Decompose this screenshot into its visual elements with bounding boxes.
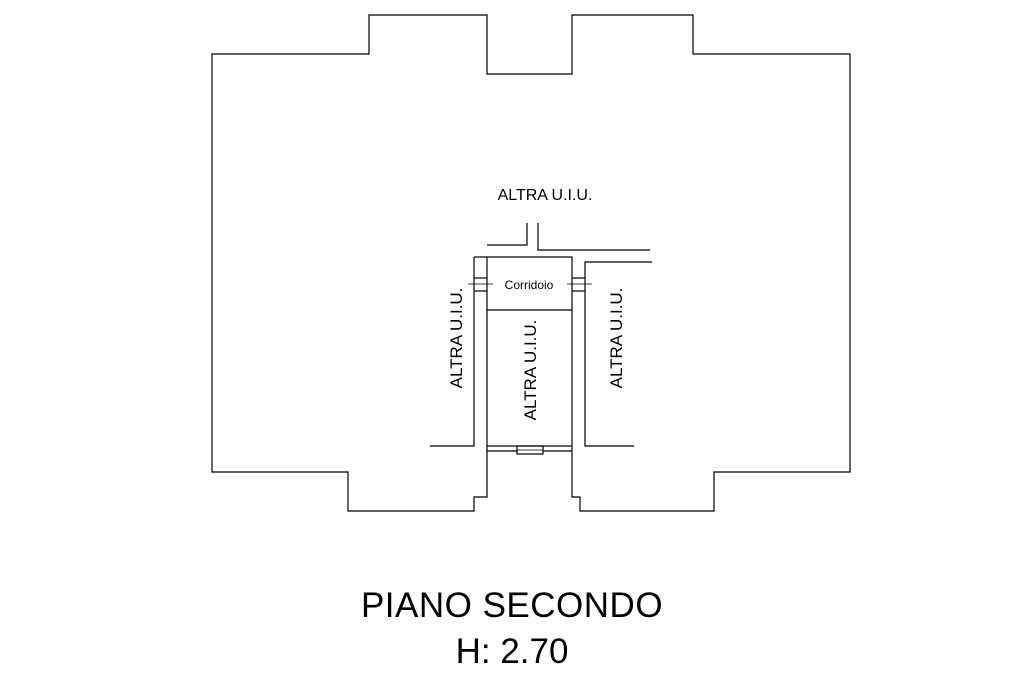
label-top-unit: ALTRA U.I.U. bbox=[498, 187, 593, 204]
label-left-unit: ALTRA U.I.U. bbox=[447, 288, 466, 389]
outer-perimeter-wall bbox=[211, 14, 851, 512]
wall-left-unit bbox=[430, 257, 475, 447]
plan-height: H: 2.70 bbox=[455, 632, 569, 671]
outer-walls bbox=[211, 14, 851, 512]
wall-top-left-stub bbox=[487, 223, 528, 246]
label-center-unit: ALTRA U.I.U. bbox=[521, 320, 540, 421]
wall-right-unit bbox=[584, 261, 652, 447]
label-corridor: Corridoio bbox=[505, 278, 554, 292]
label-right-unit: ALTRA U.I.U. bbox=[607, 288, 626, 389]
plan-title: PIANO SECONDO bbox=[360, 586, 664, 625]
inner-walls bbox=[430, 223, 652, 455]
wall-top-right-stub bbox=[537, 223, 650, 251]
